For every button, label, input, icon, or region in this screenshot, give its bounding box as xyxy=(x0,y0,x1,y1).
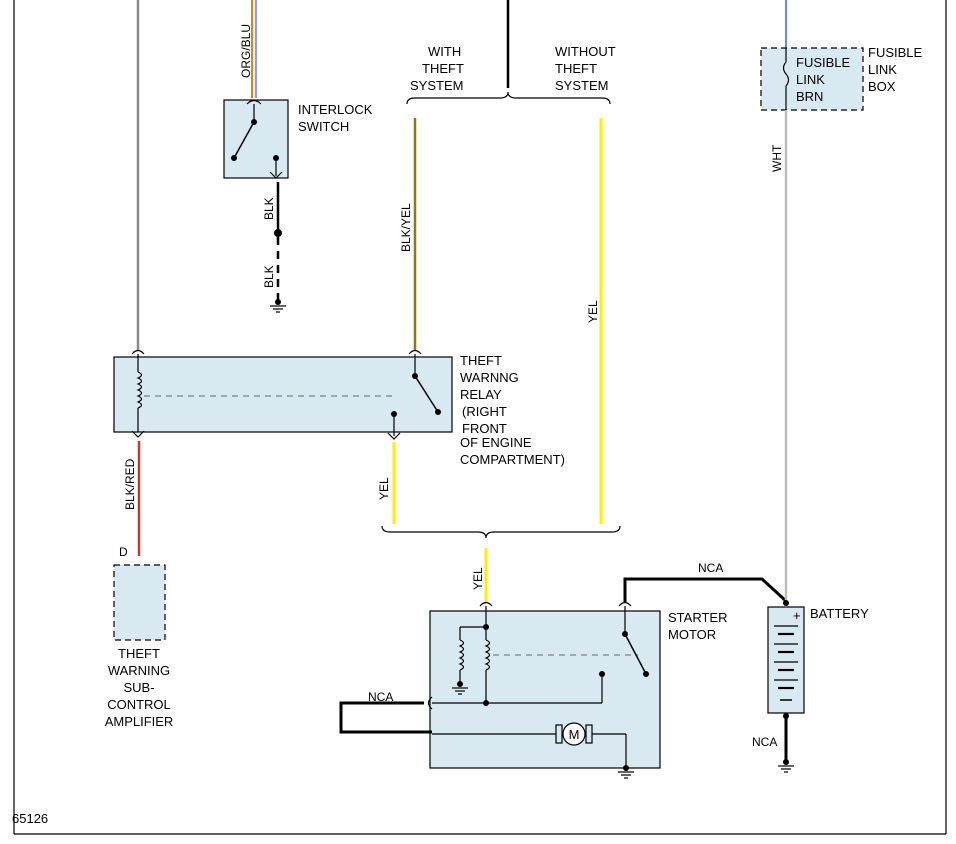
relay-label-4: (RIGHT xyxy=(462,404,507,419)
interlock-bottom-connector xyxy=(269,171,283,179)
blk-red-label: BLK/RED xyxy=(123,458,137,510)
with-theft-3: SYSTEM xyxy=(410,78,463,93)
org-blu-label: ORG/BLU xyxy=(239,24,253,78)
starter-s-connector xyxy=(479,601,493,607)
starter-label-2: MOTOR xyxy=(668,627,716,642)
with-theft-2: THEFT xyxy=(422,61,464,76)
yel-starter-label: YEL xyxy=(471,567,485,590)
relay-coil xyxy=(136,371,143,409)
starter-motor-box xyxy=(429,610,661,769)
relay-label-6: OF ENGINE xyxy=(460,435,532,450)
amplifier-label-1: THEFT xyxy=(118,646,160,661)
motor-ground-icon xyxy=(618,771,634,779)
yel-right-label: YEL xyxy=(586,300,600,323)
theft-relay-box xyxy=(113,356,453,433)
hold-in-coil xyxy=(458,639,465,671)
motor-symbol: M xyxy=(569,727,580,742)
starter-label-1: STARTER xyxy=(668,610,727,625)
figure-id: 65126 xyxy=(12,811,48,826)
motor-brush-right xyxy=(585,724,593,744)
relay-label-5: FRONT xyxy=(462,421,507,436)
amplifier-label-3: SUB- xyxy=(123,680,154,695)
hold-coil-ground-icon xyxy=(452,687,468,695)
interlock-switch-box xyxy=(223,99,289,179)
fusible-box-3: BOX xyxy=(868,79,896,94)
relay-label-2: WARNNG xyxy=(460,370,519,385)
relay-label-3: RELAY xyxy=(460,387,502,402)
fusible-inner-2: LINK xyxy=(796,72,825,87)
relay-label-1: THEFT xyxy=(460,353,502,368)
relay-right-bottom-connector xyxy=(387,432,401,440)
without-theft-3: SYSTEM xyxy=(555,78,608,93)
fusible-inner-1: FUSIBLE xyxy=(796,55,851,70)
blk-lower-label: BLK xyxy=(262,265,276,288)
amplifier-label-2: WARNING xyxy=(108,663,170,678)
fusible-box-1: FUSIBLE xyxy=(868,45,923,60)
amplifier-label-4: CONTROL xyxy=(107,697,171,712)
nca-left-wire xyxy=(339,701,432,734)
relay-left-bottom-connector xyxy=(131,430,145,438)
battery-label: BATTERY xyxy=(810,606,869,621)
interlock-switch-label-2: SWITCH xyxy=(298,119,349,134)
nca-top-label: NCA xyxy=(698,561,723,575)
fusible-link-box xyxy=(760,47,864,111)
blk-upper-label: BLK xyxy=(262,197,276,220)
wht-label: WHT xyxy=(770,144,784,172)
battery-plus: + xyxy=(793,608,801,623)
fusible-box-2: LINK xyxy=(868,62,897,77)
fusible-link-icon xyxy=(782,61,790,87)
motor-brush-left xyxy=(555,724,563,744)
fusible-inner-3: BRN xyxy=(796,89,823,104)
relay-left-top-connector xyxy=(131,349,145,355)
pull-in-coil xyxy=(484,639,491,671)
nca-top-wire xyxy=(623,577,788,603)
relay-contact-blade xyxy=(414,375,439,413)
nca-battery-label: NCA xyxy=(752,735,777,749)
relay-right-top-connector xyxy=(408,349,422,355)
interlock-top-connector xyxy=(246,99,262,105)
starter-nca-connector xyxy=(427,696,433,710)
without-theft-2: THEFT xyxy=(555,61,597,76)
top-branch-brace xyxy=(406,91,611,105)
motor-icon xyxy=(562,722,586,746)
connector-d-label: D xyxy=(119,545,128,559)
blk-yel-label: BLK/YEL xyxy=(399,203,413,252)
splice-dot xyxy=(274,229,282,237)
battery-box xyxy=(767,606,805,714)
relay-label-7: COMPARTMENT) xyxy=(460,452,565,467)
interlock-switch-blade xyxy=(233,121,255,159)
battery-icon xyxy=(774,625,798,701)
starter-b-connector xyxy=(618,601,632,607)
nca-left-label: NCA xyxy=(368,690,393,704)
yel-relay-label: YEL xyxy=(377,477,391,500)
ground-icon xyxy=(270,305,286,313)
bottom-branch-brace xyxy=(381,525,621,539)
without-theft-1: WITHOUT xyxy=(555,44,616,59)
battery-ground-icon xyxy=(778,765,794,773)
theft-amplifier-box xyxy=(113,564,166,641)
with-theft-1: WITH xyxy=(428,44,461,59)
solenoid-contact xyxy=(624,633,647,675)
interlock-switch-label-1: INTERLOCK xyxy=(298,102,373,117)
amplifier-label-5: AMPLIFIER xyxy=(105,714,174,729)
